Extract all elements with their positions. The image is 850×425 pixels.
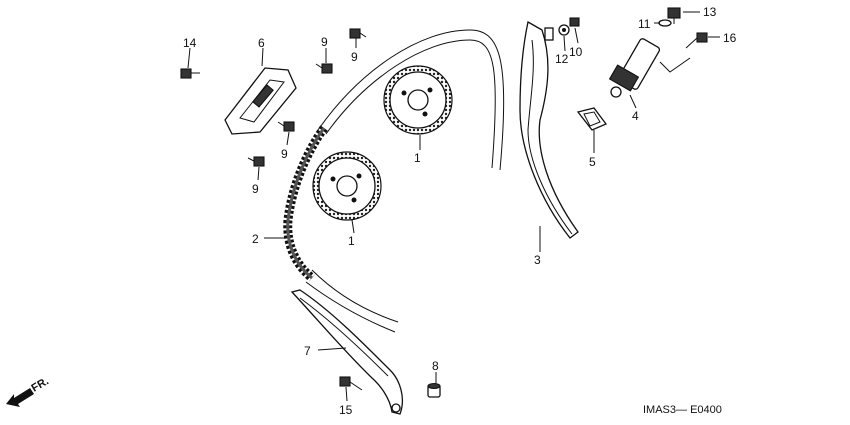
front-direction-indicator: FR. <box>6 375 51 407</box>
tensioner-lifter <box>608 38 691 98</box>
callout-4: 4 <box>632 109 639 123</box>
callout-6: 6 <box>258 36 265 50</box>
washer-12 <box>558 24 570 36</box>
bolt-9c <box>277 121 295 132</box>
fasteners <box>180 7 708 398</box>
cam-sprocket-upper <box>383 65 453 135</box>
callout-labels: 1 1 2 3 4 5 6 7 8 9 9 9 9 10 11 12 13 14… <box>183 5 737 417</box>
callout-13: 13 <box>703 5 717 19</box>
callout-9-b: 9 <box>351 50 358 64</box>
diagram-code: IMAS3— E0400 <box>643 404 722 416</box>
bolt-9d <box>247 156 265 167</box>
bolt-16 <box>685 32 708 49</box>
guide-cover <box>224 67 297 135</box>
callout-9-d: 9 <box>252 182 259 196</box>
washer-11 <box>658 19 672 27</box>
leader-lines <box>187 11 720 402</box>
bolt-15 <box>339 376 363 391</box>
callout-1-upper: 1 <box>414 151 421 165</box>
callout-10: 10 <box>569 45 583 59</box>
callout-15: 15 <box>339 403 353 417</box>
callout-8: 8 <box>432 359 439 373</box>
callout-3: 3 <box>534 253 541 267</box>
cap-10 <box>569 17 580 27</box>
cam-sprocket-lower <box>312 151 382 221</box>
callout-12: 12 <box>555 52 569 66</box>
bolt-9a <box>315 63 333 74</box>
chain-guide <box>290 289 404 415</box>
callout-9-c: 9 <box>281 147 288 161</box>
collar-8 <box>427 382 441 398</box>
bolt-9b <box>349 28 367 39</box>
bolt-13 <box>667 7 681 24</box>
cam-chain <box>283 29 505 333</box>
front-label: FR. <box>30 375 51 394</box>
front-arrow-icon <box>6 388 34 407</box>
callout-5: 5 <box>589 155 596 169</box>
callout-7: 7 <box>304 344 311 358</box>
callout-9-a: 9 <box>321 35 328 49</box>
callout-2: 2 <box>252 232 259 246</box>
tensioner-arm <box>519 20 579 239</box>
callout-11: 11 <box>638 17 651 31</box>
callout-14: 14 <box>183 36 197 50</box>
lifter-gasket <box>576 107 608 131</box>
bolt-14 <box>180 68 200 79</box>
callout-1-lower: 1 <box>348 234 355 248</box>
callout-16: 16 <box>723 31 737 45</box>
